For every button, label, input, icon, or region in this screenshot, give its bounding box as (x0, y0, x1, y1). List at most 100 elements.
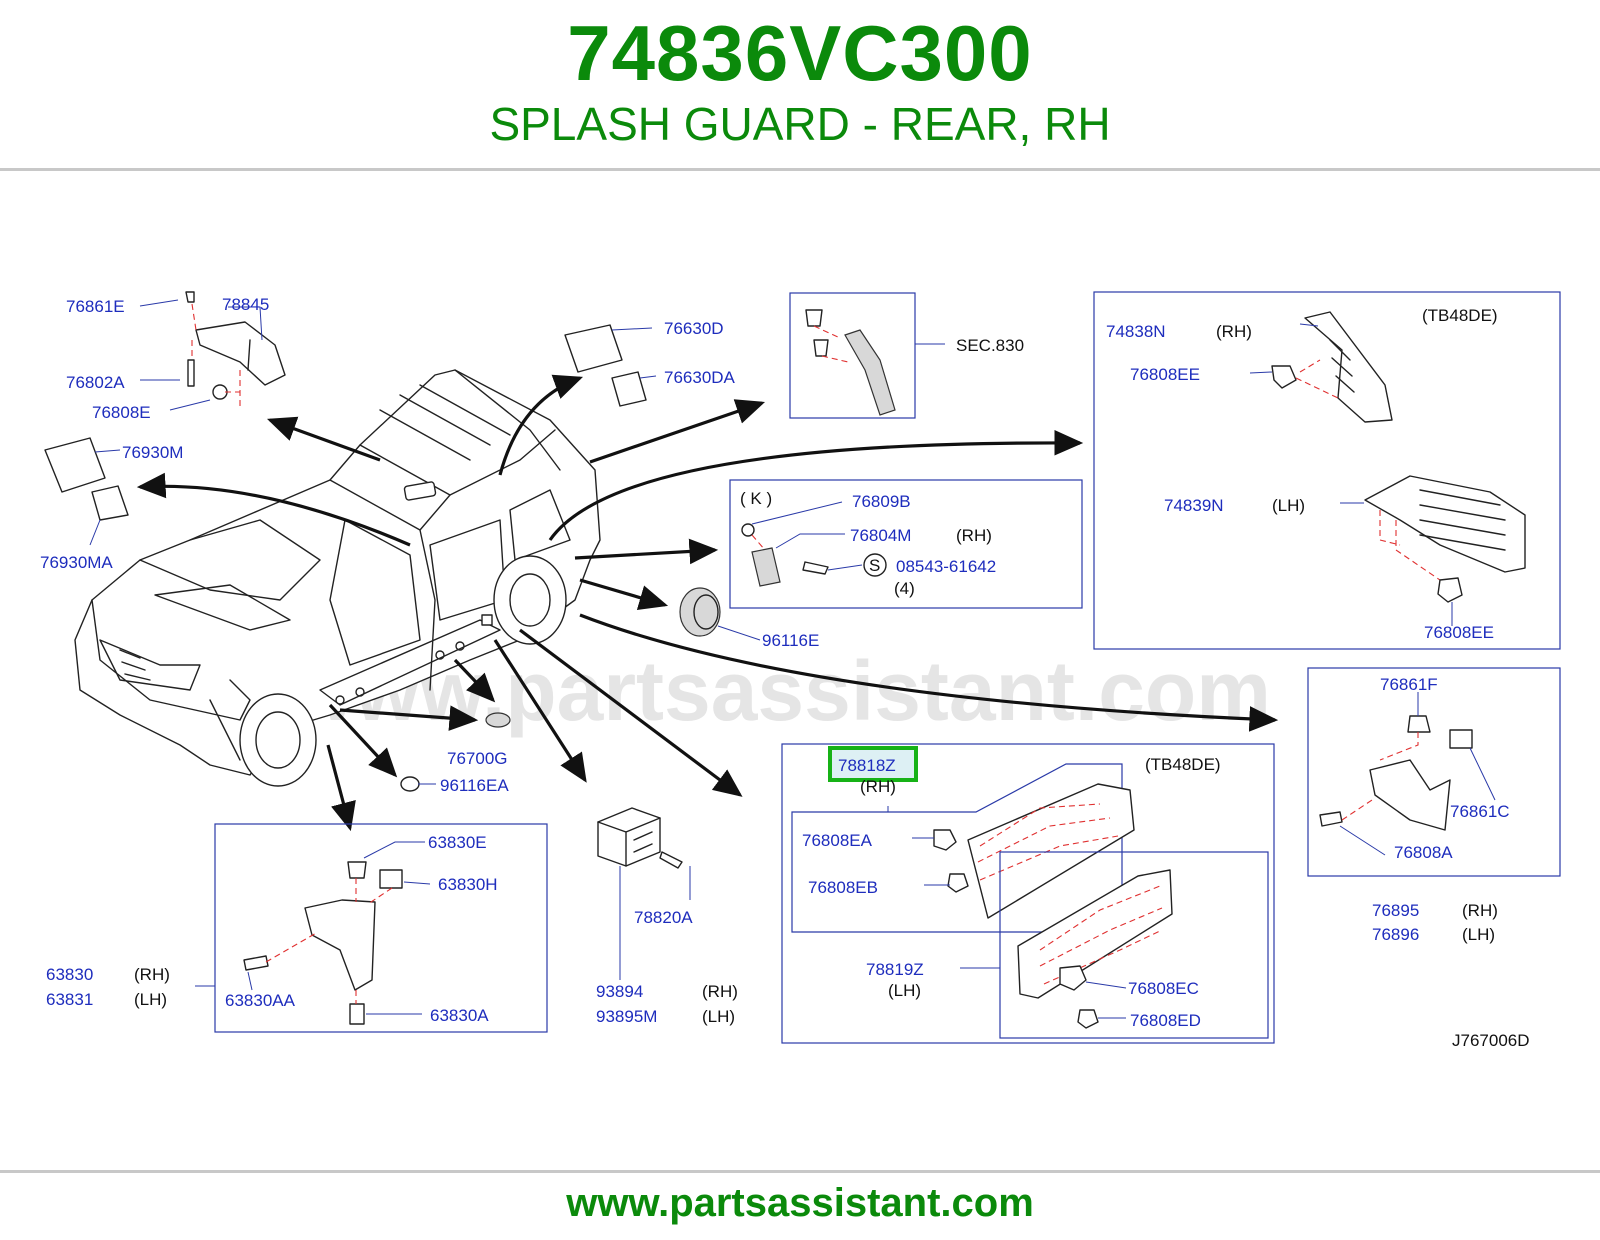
bracket-icon (751, 547, 781, 587)
clip-icon (347, 861, 367, 879)
label-96116E: 96116E (762, 631, 819, 650)
label-76808EE-bottom: 76808EE (1424, 623, 1494, 642)
label-rh: (RH) (1462, 901, 1498, 920)
mudguard-bracket-box: ( K ) 76809B 76804M (RH) S 08543-61642 (… (729, 479, 1083, 609)
label-lh: (LH) (134, 990, 167, 1009)
emblem-pad-group-left: 76930M 76930MA (40, 437, 183, 572)
emblem-pad-group-top: 76630D 76630DA (564, 319, 736, 407)
vehicle-illustration (74, 369, 601, 787)
label-tb48de: (TB48DE) (1422, 306, 1498, 325)
clip-nut-icon (1449, 729, 1473, 749)
screw-icon (1319, 811, 1343, 827)
label-76804M: 76804M (850, 526, 911, 545)
diagram-code: J767006D (1452, 1031, 1530, 1050)
roof-rail-cover-icon (195, 321, 286, 386)
label-74838N: 74838N (1106, 322, 1166, 341)
label-08543-61642: 08543-61642 (896, 557, 996, 576)
page-header: 74836VC300 SPLASH GUARD - REAR, RH (0, 0, 1600, 170)
label-76808EB: 76808EB (808, 878, 878, 897)
label-76808EC: 76808EC (1128, 979, 1199, 998)
label-76861C: 76861C (1450, 802, 1510, 821)
label-63830E: 63830E (428, 833, 487, 852)
mudguard-rear-box: 76861F 76861C 76808A 76895 (RH) 76896 (L… (1307, 667, 1561, 944)
splash-guard-rh-icon (967, 783, 1135, 919)
cap-96116E: 96116E (679, 587, 819, 650)
clip-icon (805, 309, 823, 327)
clip-icon (1437, 577, 1463, 603)
label-lh: (LH) (1272, 496, 1305, 515)
clip-76808EC-icon (1059, 965, 1087, 991)
label-78818Z: 78818Z (838, 756, 896, 775)
pad-icon (91, 485, 129, 521)
label-76809B: 76809B (852, 492, 911, 511)
moulding-icon (844, 329, 896, 416)
label-qty-4: (4) (894, 579, 915, 598)
plug-parts: 76700G 96116EA (400, 712, 511, 795)
label-lh: (LH) (702, 1007, 735, 1026)
label-76802A: 76802A (66, 373, 125, 392)
footer-divider (0, 1170, 1600, 1173)
label-76861F: 76861F (1380, 675, 1438, 694)
mud-guard-icon (304, 899, 376, 991)
splash-guard-box: (TB48DE) 78818Z (RH) 76808EA 76808EB 788… (781, 743, 1275, 1044)
clip-76808ED-icon (1077, 1009, 1099, 1029)
label-76896: 76896 (1372, 925, 1419, 944)
clip-76808EA-icon (933, 829, 957, 851)
label-lh: (LH) (888, 981, 921, 1000)
screw-icon (659, 851, 683, 869)
pad-icon (611, 371, 647, 407)
pad-icon (44, 437, 106, 493)
clip-icon (185, 291, 195, 303)
mud-guard-rh-icon (1304, 311, 1393, 423)
mud-guard-icon (1369, 759, 1451, 831)
screw-icon (802, 561, 829, 575)
label-63830AA: 63830AA (225, 991, 296, 1010)
label-76808EE-top: 76808EE (1130, 365, 1200, 384)
footer-url[interactable]: www.partsassistant.com (566, 1181, 1034, 1225)
header-divider (0, 168, 1600, 171)
label-96116EA: 96116EA (440, 776, 509, 795)
grommet-icon (212, 384, 228, 400)
label-76930M: 76930M (122, 443, 183, 462)
label-76808A: 76808A (1394, 843, 1453, 862)
protector-icon (597, 807, 661, 867)
label-76861E: 76861E (66, 297, 125, 316)
label-76630DA: 76630DA (664, 368, 736, 387)
clip-icon (1271, 365, 1297, 389)
label-63830H: 63830H (438, 875, 498, 894)
label-63831: 63831 (46, 990, 93, 1009)
clip-icon (741, 523, 755, 537)
label-k: ( K ) (740, 489, 772, 508)
screw-icon (349, 1003, 365, 1025)
clip-icon (813, 339, 829, 357)
label-74839N: 74839N (1164, 496, 1224, 515)
label-s: S (869, 556, 880, 575)
label-93895M: 93895M (596, 1007, 657, 1026)
label-76895: 76895 (1372, 901, 1419, 920)
label-78819Z: 78819Z (866, 960, 924, 979)
label-93894: 93894 (596, 982, 643, 1001)
roof-rail-cover-group: 76861E 78845 76802A 76808E (66, 291, 286, 422)
screw-icon (187, 359, 195, 387)
screw-icon (243, 955, 269, 971)
callout-arrows (136, 374, 1279, 832)
label-sec830: SEC.830 (956, 336, 1024, 355)
mudguard-front-lower-box: 63830E 63830H 63830AA 63830A 63830 (RH) … (46, 823, 548, 1033)
cap-icon (400, 776, 420, 792)
label-rh: (RH) (860, 777, 896, 796)
part-number-title: 74836VC300 (567, 9, 1033, 97)
part-description: SPLASH GUARD - REAR, RH (489, 98, 1111, 150)
label-rh: (RH) (1216, 322, 1252, 341)
label-76808EA: 76808EA (802, 831, 873, 850)
label-63830: 63830 (46, 965, 93, 984)
splash-guard-lh-icon (1017, 869, 1173, 999)
label-tb48de: (TB48DE) (1145, 755, 1221, 774)
plug-icon (485, 712, 511, 728)
mudguard-front-box: (TB48DE) 74838N (RH) 76808EE 74839N (LH)… (1093, 291, 1561, 650)
label-76808ED: 76808ED (1130, 1011, 1201, 1030)
label-78820A: 78820A (634, 908, 693, 927)
label-76808E: 76808E (92, 403, 151, 422)
pad-icon (564, 324, 623, 373)
label-rh: (RH) (134, 965, 170, 984)
